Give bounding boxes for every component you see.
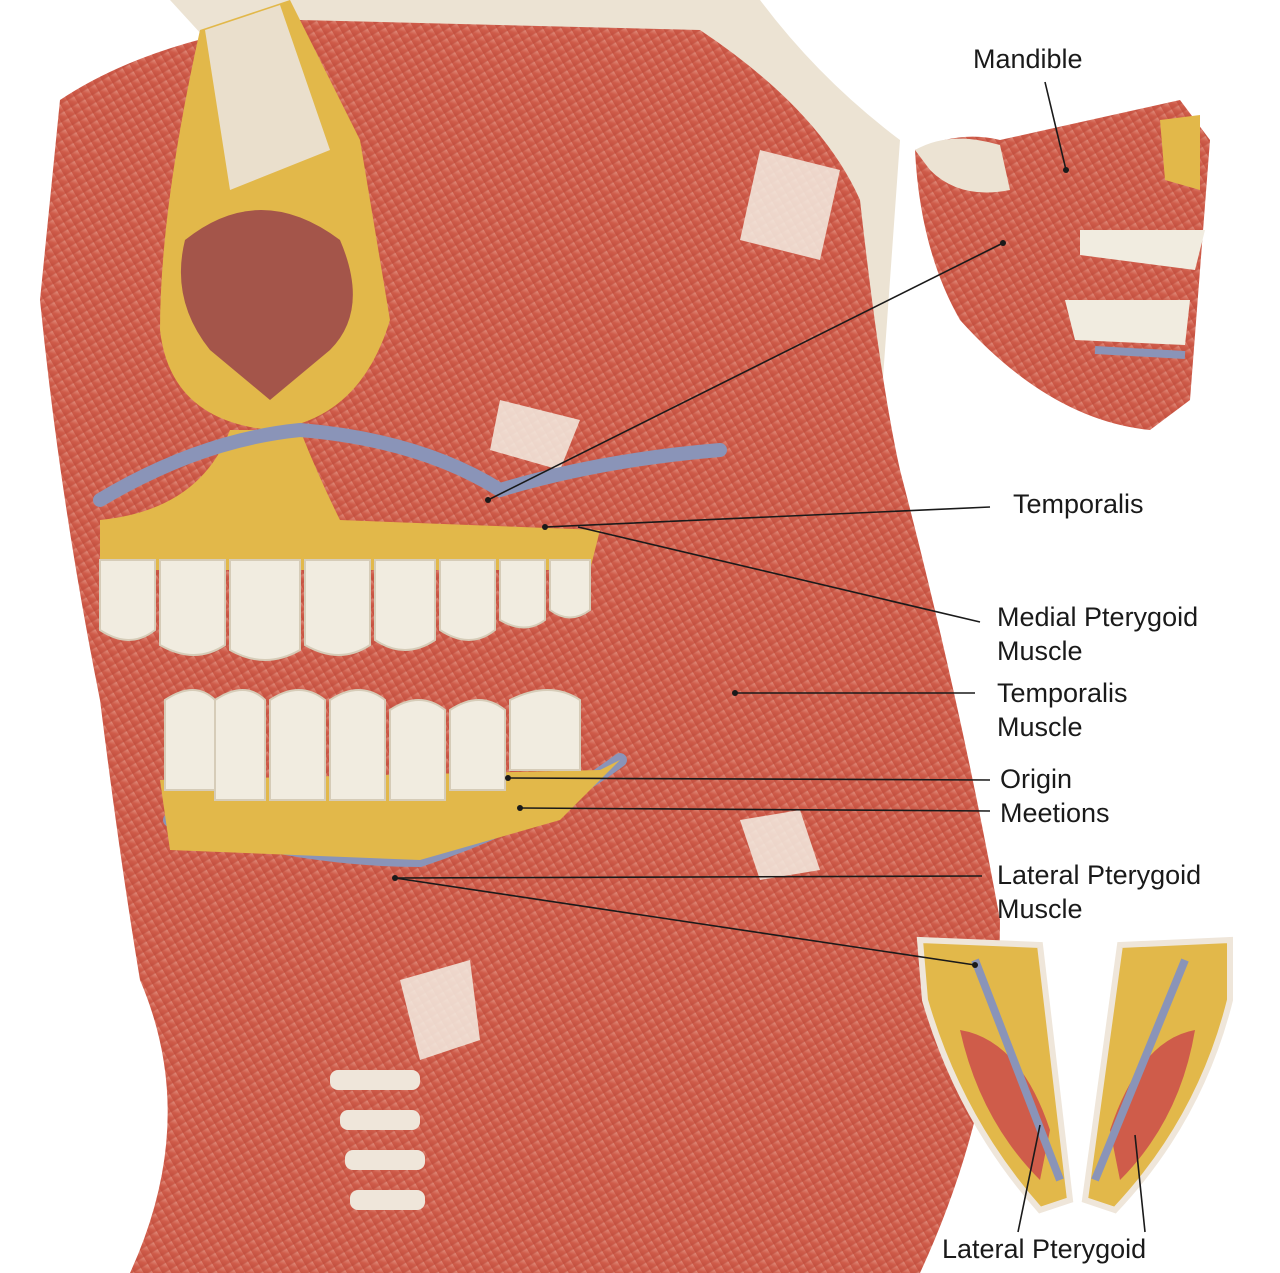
trachea: [330, 1070, 425, 1210]
label-medial-pterygoid: Medial Pterygoid Muscle: [997, 600, 1198, 668]
label-line: Muscle: [997, 894, 1083, 924]
label-temporalis: Temporalis: [1013, 489, 1144, 519]
label-meetions: Meetions: [1000, 798, 1110, 828]
vessel-upper: [93, 422, 727, 507]
leader-lines: [394, 81, 1146, 1233]
label-mandible: Mandible: [973, 44, 1083, 74]
upper-teeth: [99, 559, 591, 661]
label-line: Medial Pterygoid: [997, 602, 1199, 632]
label-lateral-pterygoid: Lateral Pterygoid Muscle: [997, 858, 1201, 926]
label-temporalis-muscle: Temporalis Muscle: [997, 676, 1128, 744]
label-line: Temporalis: [997, 678, 1128, 708]
label-line: Lateral Pterygoid: [997, 860, 1202, 890]
inset-mandible: [915, 100, 1210, 430]
inset-cross-sections: [916, 936, 1233, 1214]
nasal-cavity: [180, 210, 353, 400]
label-line: Muscle: [997, 636, 1083, 666]
maxilla: [100, 430, 600, 570]
lower-teeth: [164, 689, 581, 801]
label-lateral-pterygoid-bottom: Lateral Pterygoid: [942, 1234, 1147, 1264]
label-origin: Origin: [1000, 764, 1073, 794]
label-line: Muscle: [997, 712, 1083, 742]
